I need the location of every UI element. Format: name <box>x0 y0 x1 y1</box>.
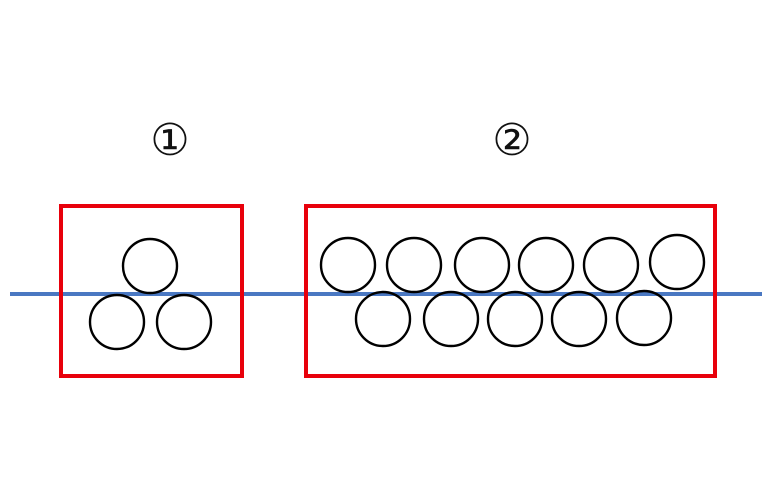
group-1 <box>59 204 244 378</box>
group-2-circle <box>422 290 480 348</box>
group-2-circle <box>615 289 673 347</box>
group-2-circle <box>486 290 544 348</box>
group-2-circle <box>550 290 608 348</box>
group-1-label: ① <box>150 115 189 166</box>
group-2-circle <box>319 236 377 294</box>
group-1-circle <box>121 237 179 295</box>
group-1-circle <box>155 293 213 351</box>
group-2-circle <box>453 236 511 294</box>
group-2 <box>304 204 717 378</box>
group-2-circle <box>648 233 706 291</box>
group-1-frame <box>59 204 244 378</box>
group-2-label: ② <box>492 115 531 166</box>
group-2-circle <box>354 290 412 348</box>
group-2-circle <box>582 236 640 294</box>
group-1-circle <box>88 293 146 351</box>
group-2-circle <box>517 236 575 294</box>
group-2-frame <box>304 204 717 378</box>
group-2-circle <box>385 236 443 294</box>
